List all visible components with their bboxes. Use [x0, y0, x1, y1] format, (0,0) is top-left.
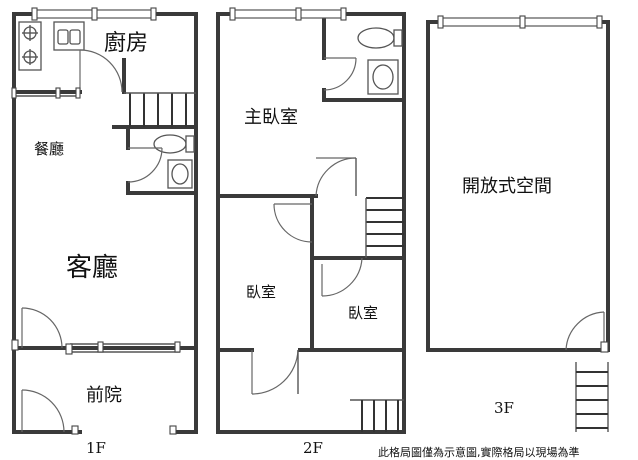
floor-label-2f: 2F: [303, 439, 323, 457]
basin-icon: [167, 159, 193, 189]
1f-kitchen-door: [79, 49, 123, 93]
toilet-icon: [153, 134, 195, 154]
disclaimer-text: 此格局圖僅為示意圖,實際格局以現場為準: [378, 445, 580, 459]
1f-front-gate: [21, 389, 177, 435]
room-label-master-bedroom: 主臥室: [244, 107, 298, 128]
room-label-living: 客廳: [66, 253, 118, 283]
room-label-open-space: 開放式空間: [462, 176, 552, 197]
1f-top-window: [31, 7, 157, 21]
3f-door: [565, 311, 609, 353]
room-label-dining: 餐廳: [34, 140, 64, 158]
2f-stairs-lower: [350, 399, 404, 432]
2f-bath-door: [323, 57, 357, 91]
kitchen-sink-icon: [53, 21, 85, 51]
2f-basin-icon: [367, 59, 399, 95]
floor-1f: 廚房 餐廳 客廳 前院 1F: [11, 7, 198, 457]
3f-top-window: [437, 15, 603, 29]
room-label-bedroom-left: 臥室: [246, 283, 276, 301]
2f-bedroom-left-door: [273, 203, 313, 243]
2f-bedroom-right-door: [321, 257, 363, 297]
floor-2f: 主臥室 臥室 臥室 2F: [216, 7, 406, 457]
stove-icon: [18, 21, 42, 71]
1f-stairs: [124, 92, 196, 127]
room-label-kitchen: 廚房: [104, 31, 148, 56]
2f-top-window: [229, 7, 347, 21]
2f-bottom-door: [251, 349, 299, 395]
floor-label-1f: 1F: [86, 439, 106, 457]
2f-master-door: [315, 157, 357, 197]
floor-label-3f: 3F: [494, 399, 514, 417]
1f-entry-door: [11, 307, 73, 355]
room-label-front-yard: 前院: [86, 385, 122, 406]
floor-3f: 開放式空間 3F: [426, 15, 610, 432]
1f-exterior-wall: [12, 12, 198, 434]
2f-stairs: [365, 197, 404, 258]
3f-stairs: [575, 362, 609, 432]
2f-toilet-icon: [357, 27, 403, 49]
1f-toilet-door: [127, 147, 163, 183]
room-label-bedroom-right: 臥室: [348, 304, 378, 322]
